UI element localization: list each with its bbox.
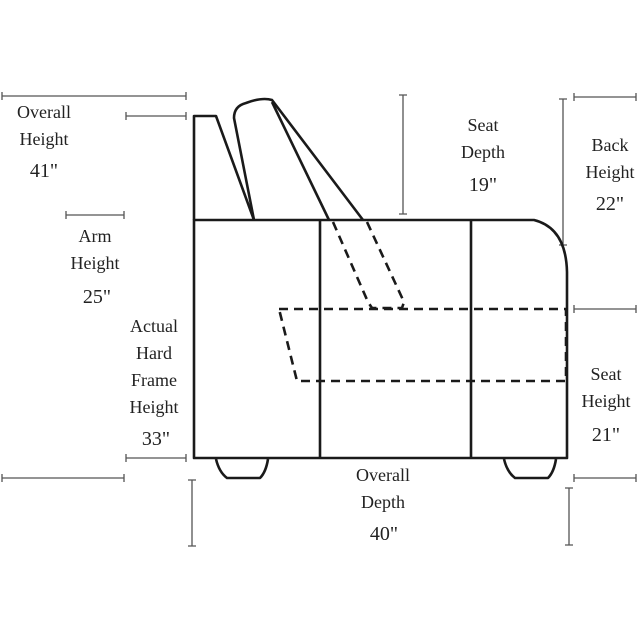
svg-text:22": 22" xyxy=(596,193,624,215)
overall-height-label: Overall Height 41" xyxy=(17,102,71,182)
sofa-outline xyxy=(192,97,569,480)
seat-depth-label: Seat Depth 19" xyxy=(461,115,505,196)
svg-text:33": 33" xyxy=(142,428,170,450)
svg-text:Arm: Arm xyxy=(79,226,112,246)
svg-text:Actual: Actual xyxy=(130,316,178,336)
arm-height-label: Arm Height 25" xyxy=(71,226,120,308)
svg-text:Seat: Seat xyxy=(591,364,622,384)
svg-text:Height: Height xyxy=(582,391,631,411)
svg-text:Height: Height xyxy=(586,162,635,182)
back-cushion xyxy=(232,97,365,221)
svg-text:Depth: Depth xyxy=(461,142,505,162)
dimension-lines xyxy=(1,92,637,547)
svg-text:21": 21" xyxy=(592,424,620,446)
svg-text:Frame: Frame xyxy=(131,370,177,390)
svg-text:40": 40" xyxy=(370,523,398,545)
sofa-body xyxy=(192,218,569,460)
seat-height-label: Seat Height 21" xyxy=(582,364,631,446)
svg-text:Overall: Overall xyxy=(17,102,71,122)
frame-height-label: Actual Hard Frame Height 33" xyxy=(130,316,179,450)
front-leg xyxy=(214,458,270,480)
svg-text:Overall: Overall xyxy=(356,465,410,485)
svg-text:19": 19" xyxy=(469,174,497,196)
back-height-label: Back Height 22" xyxy=(586,135,635,215)
overall-depth-label: Overall Depth 40" xyxy=(356,465,410,545)
svg-text:Depth: Depth xyxy=(361,492,405,512)
svg-text:Height: Height xyxy=(71,253,120,273)
hidden-lines xyxy=(277,221,568,383)
arm xyxy=(192,114,256,221)
svg-text:41": 41" xyxy=(30,160,58,182)
svg-text:25": 25" xyxy=(83,286,111,308)
svg-text:Hard: Hard xyxy=(136,343,172,363)
svg-text:Back: Back xyxy=(592,135,629,155)
back-leg xyxy=(502,458,558,480)
svg-text:Seat: Seat xyxy=(468,115,499,135)
svg-text:Height: Height xyxy=(130,397,179,417)
svg-text:Height: Height xyxy=(20,129,69,149)
